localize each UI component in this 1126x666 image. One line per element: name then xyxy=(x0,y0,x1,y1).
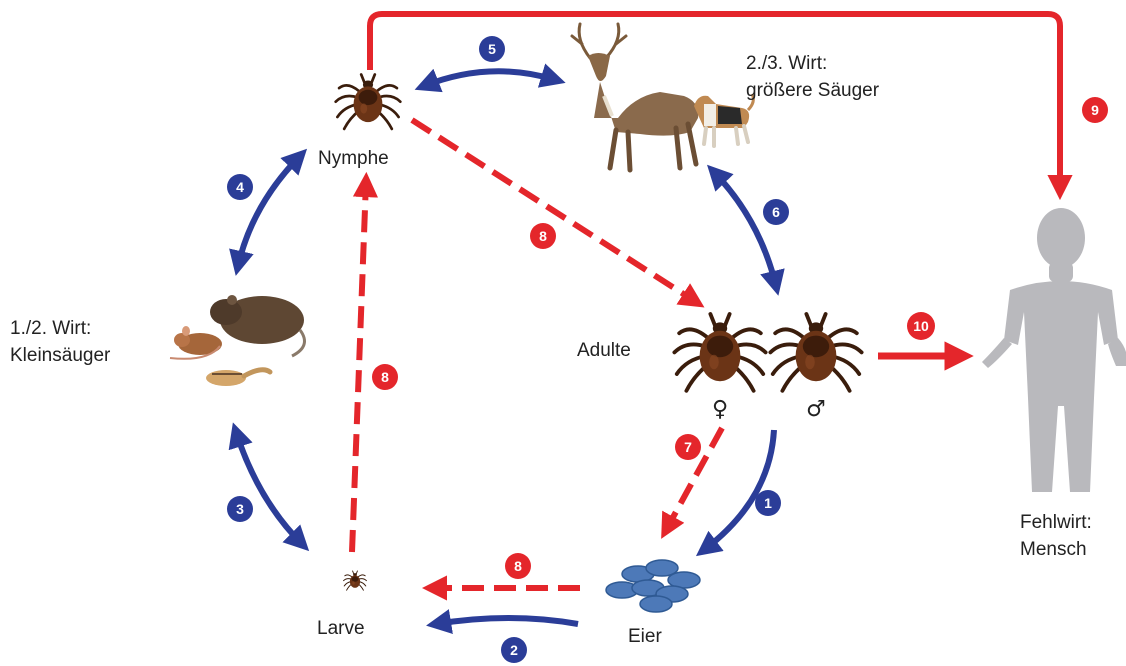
step-badge-1: 1 xyxy=(755,490,781,516)
arrow-3-rodents-larva xyxy=(236,432,302,544)
step-badge-7: 7 xyxy=(675,434,701,460)
svg-text:4: 4 xyxy=(236,179,244,195)
tick-male-icon xyxy=(770,314,861,391)
label-host23-line2: größere Säuger xyxy=(746,80,880,101)
step-badge-4: 4 xyxy=(227,174,253,200)
step-badge-8-larva-nymph: 8 xyxy=(372,364,398,390)
eggs-icon xyxy=(606,560,700,612)
label-deadend-line2: Mensch xyxy=(1020,539,1087,560)
tick-nymph-icon xyxy=(336,75,401,129)
label-female: ♀ xyxy=(712,397,728,422)
deer-icon xyxy=(572,24,698,170)
svg-text:7: 7 xyxy=(684,439,692,455)
label-host12-line1: 1./2. Wirt: xyxy=(10,318,91,339)
svg-text:8: 8 xyxy=(539,228,547,244)
svg-text:2: 2 xyxy=(510,642,518,658)
tick-female-icon xyxy=(674,314,765,391)
svg-text:8: 8 xyxy=(381,369,389,385)
arrow-6-deer-adults xyxy=(714,172,776,286)
step-badge-10: 10 xyxy=(907,312,935,340)
svg-text:5: 5 xyxy=(488,41,496,57)
step-badge-8-eggs-larva: 8 xyxy=(505,553,531,579)
step-badge-3: 3 xyxy=(227,496,253,522)
step-badge-8-nymph-adults: 8 xyxy=(530,223,556,249)
arrow-8-larva-nymph xyxy=(352,182,366,552)
svg-text:6: 6 xyxy=(772,204,780,220)
step-badge-6: 6 xyxy=(763,199,789,225)
label-adults: Adulte xyxy=(577,340,631,361)
label-nymph: Nymphe xyxy=(318,148,389,169)
svg-text:1: 1 xyxy=(764,495,772,511)
rodents-icon xyxy=(170,295,305,386)
svg-text:10: 10 xyxy=(913,318,929,334)
dog-icon xyxy=(694,94,753,146)
arrow-8-nymph-adults xyxy=(412,120,696,302)
arrow-9-nymph-human xyxy=(370,14,1060,190)
svg-text:8: 8 xyxy=(514,558,522,574)
label-male: ♂ xyxy=(806,397,826,422)
step-badge-2: 2 xyxy=(501,637,527,663)
human-silhouette-icon xyxy=(982,208,1126,492)
step-badge-5: 5 xyxy=(479,36,505,62)
svg-text:9: 9 xyxy=(1091,102,1099,118)
label-host12-line2: Kleinsäuger xyxy=(10,345,111,366)
arrow-4-nymph-rodents xyxy=(238,156,300,266)
label-host23-line1: 2./3. Wirt: xyxy=(746,53,827,74)
step-badge-9: 9 xyxy=(1082,97,1108,123)
svg-text:3: 3 xyxy=(236,501,244,517)
label-deadend-line1: Fehlwirt: xyxy=(1020,512,1092,533)
arrow-1-adults-eggs xyxy=(704,430,774,550)
tick-larva-icon xyxy=(344,571,367,590)
label-eggs: Eier xyxy=(628,626,662,647)
label-larva: Larve xyxy=(317,618,365,639)
arrow-5-nymph-deer xyxy=(424,71,556,86)
arrow-2-eggs-larva xyxy=(436,618,578,624)
